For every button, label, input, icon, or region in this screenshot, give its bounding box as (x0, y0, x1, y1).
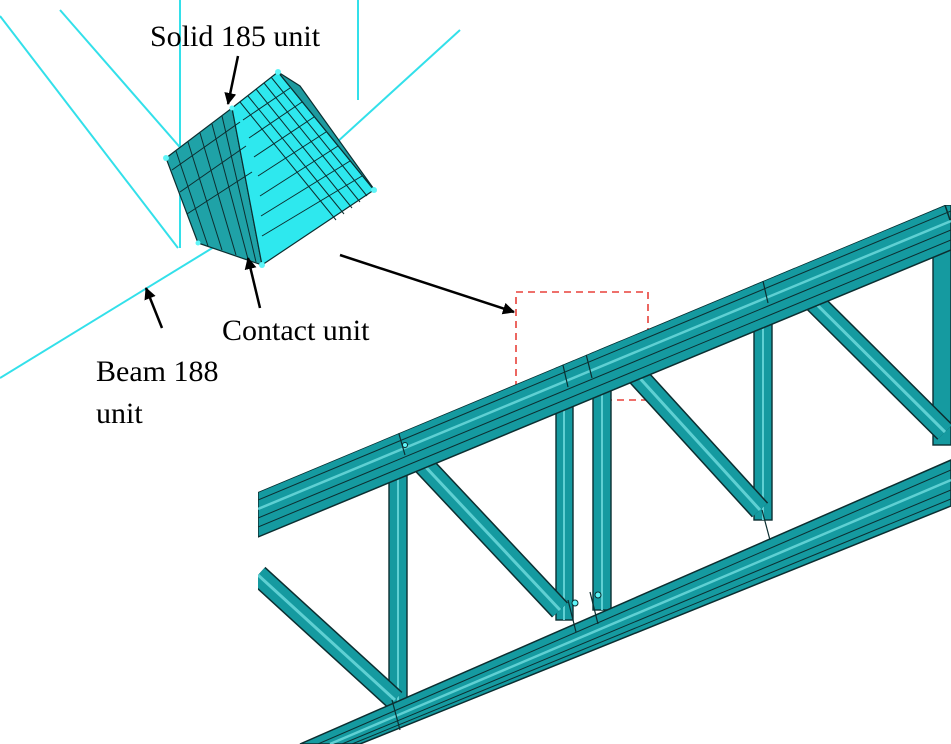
label-solid-unit: Solid 185 unit (150, 20, 321, 53)
solid-mesh-block (163, 69, 377, 268)
truss-top-chord (258, 205, 951, 539)
label-beam-line2: unit (96, 397, 143, 430)
truss-structure (258, 205, 951, 744)
label-beam-line1: Beam 188 (96, 355, 218, 388)
truss-bottom-chord (299, 458, 951, 744)
label-contact-unit: Contact unit (222, 314, 370, 347)
annotation-arrows (144, 55, 515, 329)
